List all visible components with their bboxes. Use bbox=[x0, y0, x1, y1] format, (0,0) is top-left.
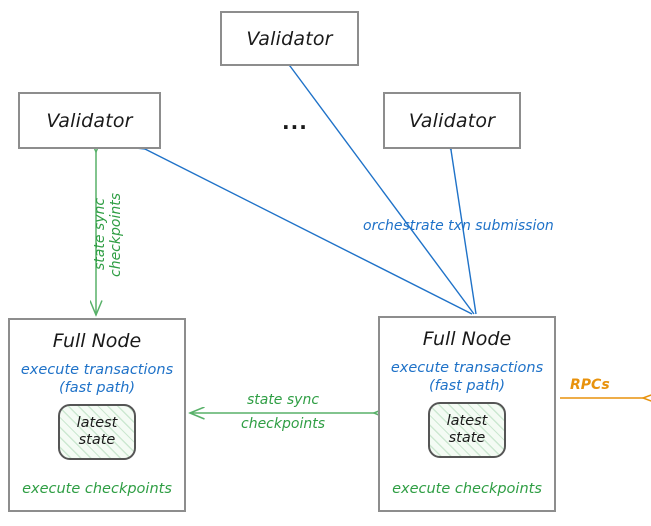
full-node-left-blue-line-1: execute transactions bbox=[20, 362, 174, 378]
edge-label-state-sync-horizontal-line-1: state sync bbox=[246, 392, 320, 408]
validator-right-label: Validator bbox=[408, 109, 496, 132]
validators-ellipsis: ... bbox=[282, 110, 308, 134]
edge-label-orchestrate-txn-submission: orchestrate txn submission bbox=[363, 218, 554, 234]
full-node-left-state-line-1: latest bbox=[76, 414, 118, 431]
full-node-left-latest-state: latest state bbox=[58, 404, 136, 460]
validator-left-label: Validator bbox=[46, 109, 133, 132]
full-node-left-green-text: execute checkpoints bbox=[22, 481, 172, 497]
full-node-left-blue-line-2: (fast path) bbox=[58, 380, 136, 397]
full-node-right-blue-line-2: (fast path) bbox=[428, 378, 506, 395]
node-full-node-left[interactable]: Full Node execute transactions (fast pat… bbox=[8, 318, 186, 512]
full-node-right-state-line-1: latest bbox=[446, 412, 488, 429]
full-node-right-blue-line-1: execute transactions bbox=[390, 360, 544, 376]
full-node-right-title: Full Node bbox=[422, 328, 512, 350]
validator-top-label: Validator bbox=[246, 27, 333, 50]
full-node-left-state-line-2: state bbox=[78, 432, 116, 448]
full-node-right-green-text: execute checkpoints bbox=[392, 481, 542, 497]
full-node-right-state-line-2: state bbox=[448, 430, 486, 446]
full-node-left-title: Full Node bbox=[52, 330, 142, 352]
full-node-left-blue-text: execute transactions (fast path) bbox=[10, 361, 184, 397]
node-validator-left[interactable]: Validator bbox=[18, 92, 161, 149]
node-validator-top[interactable]: Validator bbox=[220, 11, 359, 66]
node-full-node-right[interactable]: Full Node execute transactions (fast pat… bbox=[378, 316, 556, 512]
full-node-right-latest-state: latest state bbox=[428, 402, 506, 458]
edge-label-state-sync-vertical-line-2: checkpoints bbox=[108, 193, 124, 277]
full-node-right-blue-text: execute transactions (fast path) bbox=[380, 359, 554, 395]
edge-label-state-sync-vertical-line-1: state sync bbox=[92, 197, 108, 270]
edge-label-rpcs: RPCs bbox=[570, 377, 610, 393]
edge-label-state-sync-horizontal-line-2: checkpoints bbox=[241, 416, 325, 432]
node-validator-right[interactable]: Validator bbox=[383, 92, 521, 149]
